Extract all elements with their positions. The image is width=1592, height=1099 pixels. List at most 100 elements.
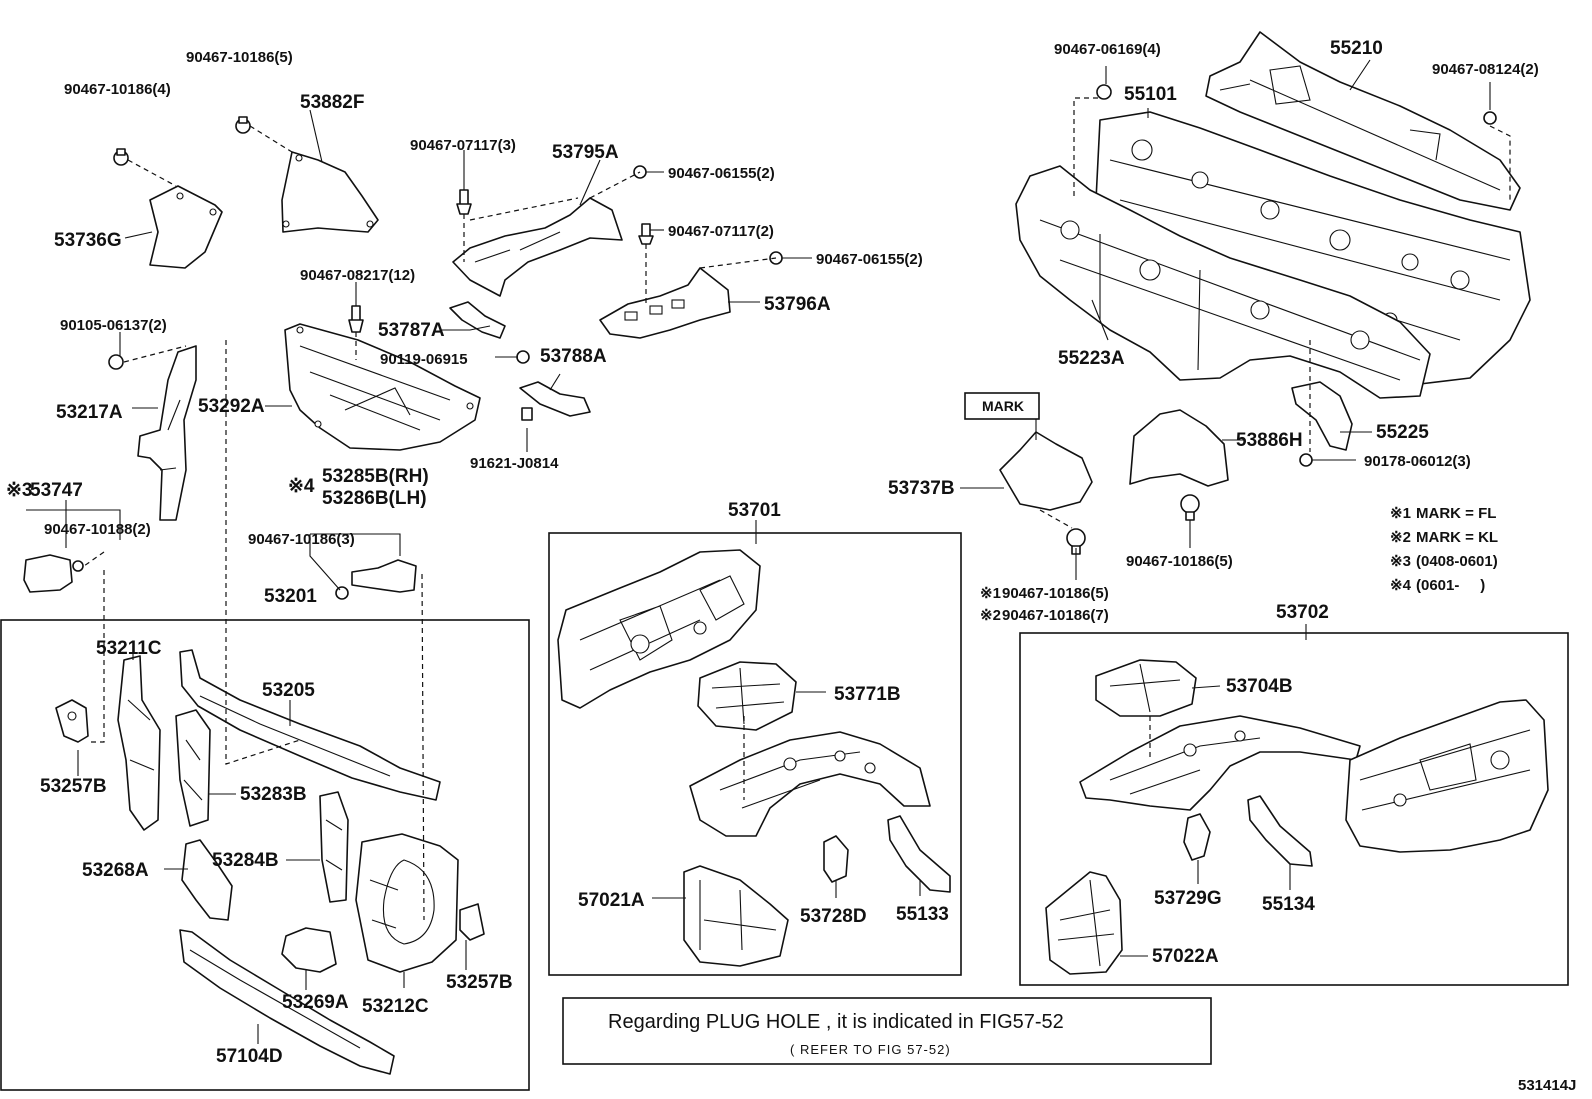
part-53269A: [281, 927, 337, 973]
label-53211C: 53211C: [96, 638, 162, 659]
label-55223A: 55223A: [1058, 348, 1125, 369]
label-53728D: 53728D: [800, 906, 867, 927]
part-53283B: [175, 709, 211, 827]
label-53201: 53201: [264, 586, 317, 607]
clip-90467-08124-2: [1483, 111, 1497, 125]
part-53211C: [117, 655, 161, 831]
part-53268A: [181, 839, 233, 921]
label-53284B: 53284B: [212, 850, 279, 871]
clip-90467-10186-3: [335, 586, 349, 600]
clip-90467-08217-12: [348, 305, 364, 333]
part-53729G: [1183, 813, 1211, 861]
clip-90467-06169-4: [1096, 84, 1112, 100]
part-53702-wheelhouse: [1079, 715, 1361, 811]
label-mark: MARK: [982, 398, 1024, 414]
label-90467-10188-2: 90467-10188(2): [44, 521, 151, 538]
label-mark2-bolt: 90467-10186(7): [1002, 607, 1109, 624]
legend-text-3: (0408-0601): [1416, 553, 1498, 570]
label-55133: 55133: [896, 904, 949, 925]
clip-90467-10186-5-mid: [1180, 494, 1200, 521]
label-57104D: 57104D: [216, 1046, 283, 1067]
part-55223A: [1015, 165, 1431, 399]
label-53292A: 53292A: [198, 396, 265, 417]
label-53701: 53701: [728, 500, 781, 521]
part-55134: [1247, 795, 1313, 867]
marker-ref3: ※3: [6, 480, 33, 501]
legend-text-1: MARK = FL: [1416, 505, 1496, 522]
label-90178-06012-3: 90178-06012(3): [1364, 453, 1471, 470]
label-53702: 53702: [1276, 602, 1329, 623]
part-57022A: [1045, 871, 1123, 975]
note-main: Regarding PLUG HOLE , it is indicated in…: [608, 1011, 1064, 1033]
label-53771B: 53771B: [834, 684, 901, 705]
label-53704B: 53704B: [1226, 676, 1293, 697]
label-53286B: 53286B(LH): [322, 488, 427, 509]
part-53285B-53286B: [351, 559, 417, 593]
leader-lines: [26, 59, 1511, 1044]
label-53787A: 53787A: [378, 320, 445, 341]
part-53882F: [281, 151, 379, 233]
note-box: [562, 997, 1212, 1065]
part-53886H: [1129, 409, 1229, 487]
clip-90467-10186-5: [235, 116, 251, 134]
part-53736G: [149, 185, 223, 269]
label-90467-10186-5-mid: 90467-10186(5): [1126, 553, 1233, 570]
label-53882F: 53882F: [300, 92, 364, 113]
part-53728D: [823, 835, 849, 883]
label-91621-J0814: 91621-J0814: [470, 455, 559, 472]
part-53747: [23, 554, 73, 593]
label-53212C: 53212C: [362, 996, 429, 1017]
part-55133: [887, 815, 951, 893]
label-90119-06915: 90119-06915: [380, 351, 468, 368]
part-53795A: [452, 197, 623, 297]
group-box-53701: [548, 532, 962, 976]
label-53269A: 53269A: [282, 992, 349, 1013]
bolt-90105-06137-2: [108, 354, 124, 370]
label-55225: 55225: [1376, 422, 1429, 443]
part-53292A: [284, 323, 481, 451]
legend-marker-3: ※3: [1390, 553, 1411, 570]
label-90467-10186-5-top: 90467-10186(5): [186, 49, 293, 66]
part-53284B: [319, 791, 349, 903]
mark-tag-box: [964, 392, 1040, 420]
label-90467-10186-3: 90467-10186(3): [248, 531, 355, 548]
label-90467-07117-2: 90467-07117(2): [668, 223, 774, 240]
clip-90467-07117-2: [638, 223, 654, 245]
marker-ref1: ※1: [980, 585, 1001, 602]
label-53886H: 53886H: [1236, 430, 1303, 451]
part-53787A: [449, 301, 506, 339]
group-box-53201: [0, 619, 530, 1091]
label-90467-06155-2a: 90467-06155(2): [668, 165, 775, 182]
label-53796A: 53796A: [764, 294, 831, 315]
clip-90467-07117-3: [456, 189, 472, 215]
label-90467-10186-4: 90467-10186(4): [64, 81, 171, 98]
label-57022A: 57022A: [1152, 946, 1219, 967]
label-53795A: 53795A: [552, 142, 619, 163]
clip-90178-06012-3: [1299, 453, 1313, 467]
part-53257B-right: [459, 903, 485, 941]
label-53268A: 53268A: [82, 860, 149, 881]
part-53796A: [599, 267, 731, 339]
part-53771B: [697, 661, 797, 731]
label-53217A: 53217A: [56, 402, 123, 423]
label-90467-07117-3: 90467-07117(3): [410, 137, 516, 154]
label-55210: 55210: [1330, 38, 1383, 59]
label-53788A: 53788A: [540, 346, 607, 367]
clip-91621-J0814: [521, 407, 533, 421]
marker-ref2: ※2: [980, 607, 1001, 624]
figure-id: 531414J: [1518, 1077, 1576, 1094]
clip-90119-06915: [516, 350, 530, 364]
label-53737B: 53737B: [888, 478, 955, 499]
part-53788A: [519, 381, 591, 417]
legend-text-2: MARK = KL: [1416, 529, 1498, 546]
label-53283B: 53283B: [240, 784, 307, 805]
part-53212C: [355, 833, 459, 973]
part-53737B: [999, 431, 1093, 511]
label-53257B-right: 53257B: [446, 972, 513, 993]
label-90467-08124-2: 90467-08124(2): [1432, 61, 1539, 78]
label-90467-06155-2b: 90467-06155(2): [816, 251, 923, 268]
note-sub: ( REFER TO FIG 57-52): [790, 1042, 951, 1057]
part-53701-wheelhouse: [689, 731, 931, 837]
legend-text-4: (0601- ): [1416, 577, 1485, 594]
